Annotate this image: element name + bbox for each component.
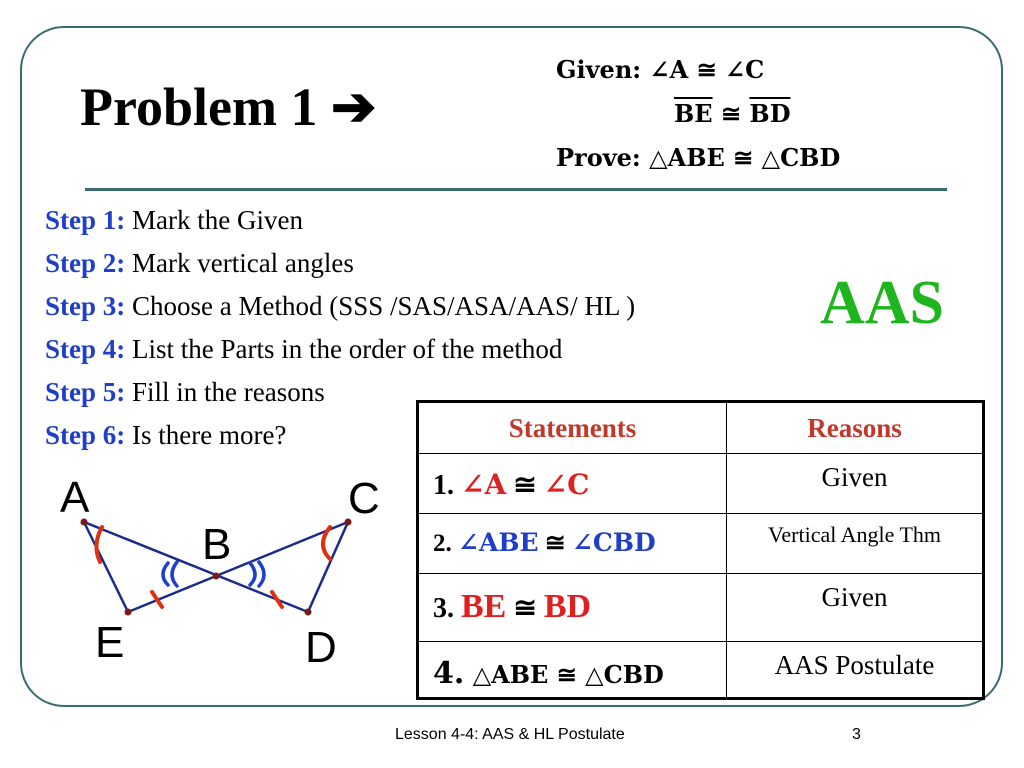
row-number: 4. bbox=[433, 656, 465, 691]
step-item: Step 2: Mark vertical angles bbox=[45, 248, 354, 279]
step-label: Step 6: bbox=[45, 420, 126, 450]
figure-vertices bbox=[80, 518, 352, 616]
method-label: AAS bbox=[820, 269, 945, 337]
header-reasons: Reasons bbox=[726, 401, 984, 454]
slide-title: Problem 1 ➔ bbox=[80, 77, 377, 137]
footer-page-number: 3 bbox=[852, 726, 861, 743]
table-row: 1. ∠A ≅ ∠C Given bbox=[417, 453, 984, 514]
angle-mark-a bbox=[94, 525, 104, 564]
reason-cell: Vertical Angle Thm bbox=[726, 513, 984, 574]
table-row: 4. △ABE ≅ △CBD AAS Postulate bbox=[417, 641, 984, 699]
segment-bd: BD bbox=[543, 588, 592, 625]
vertex-d bbox=[304, 608, 312, 616]
vertical-mark-right-1 bbox=[248, 561, 257, 587]
title-divider bbox=[85, 188, 947, 191]
given-line: Given: ∠A ≅ ∠C bbox=[556, 55, 765, 84]
vertical-mark-left-2 bbox=[170, 560, 179, 588]
angle-c: ∠C bbox=[543, 468, 590, 501]
vertical-mark-right-2 bbox=[257, 560, 266, 588]
segment-ad-line bbox=[83, 520, 309, 614]
congruent-symbol: ≅ bbox=[544, 528, 566, 557]
step-item: Step 6: Is there more? bbox=[45, 420, 286, 451]
label-d: D bbox=[305, 623, 337, 672]
angle-cbd: ∠CBD bbox=[571, 528, 656, 557]
step-item: Step 3: Choose a Method (SSS /SAS/ASA/AA… bbox=[45, 291, 635, 322]
statement-cell: 3. BE ≅ BD bbox=[417, 573, 727, 642]
prove-line: Prove: △ABE ≅ △CBD bbox=[556, 143, 841, 172]
step-label: Step 5: bbox=[45, 377, 126, 407]
step-text: Mark vertical angles bbox=[132, 248, 354, 278]
congruent-symbol: ≅ bbox=[513, 591, 537, 624]
vertex-e bbox=[124, 608, 132, 616]
vertex-c bbox=[344, 518, 352, 526]
label-b: B bbox=[202, 520, 231, 569]
segment-be: BE bbox=[674, 99, 713, 128]
segment-bd: BD bbox=[749, 99, 791, 128]
step-label: Step 1: bbox=[45, 205, 126, 235]
footer-lesson: Lesson 4-4: AAS & HL Postulate bbox=[395, 726, 625, 743]
statement-cell: 1. ∠A ≅ ∠C bbox=[417, 453, 727, 514]
row-number: 2. bbox=[433, 530, 452, 557]
step-label: Step 4: bbox=[45, 334, 126, 364]
segment-ae-line bbox=[82, 521, 130, 613]
step-text: Choose a Method (SSS /SAS/ASA/AAS/ HL ) bbox=[132, 291, 636, 321]
reason-cell: Given bbox=[726, 453, 984, 514]
vertex-b bbox=[212, 572, 220, 580]
step-item: Step 1: Mark the Given bbox=[45, 205, 303, 236]
segment-be: BE bbox=[461, 588, 507, 625]
statement-cell: 4. △ABE ≅ △CBD bbox=[417, 641, 727, 699]
tick-mark-bd bbox=[270, 590, 284, 609]
step-text: List the Parts in the order of the metho… bbox=[132, 334, 563, 364]
table-row: 3. BE ≅ BD Given bbox=[417, 573, 984, 642]
vertical-mark-left-1 bbox=[161, 561, 170, 587]
proof-table: Statements Reasons 1. ∠A ≅ ∠C Given 2. ∠… bbox=[416, 400, 985, 700]
statement-cell: 2. ∠ABE ≅ ∠CBD bbox=[417, 513, 727, 574]
figure-lines bbox=[82, 520, 350, 614]
step-label: Step 2: bbox=[45, 248, 126, 278]
table-header-row: Statements Reasons bbox=[417, 401, 984, 454]
vertical-angle-marks bbox=[161, 560, 266, 588]
bowtie-triangle-figure: A B C D E bbox=[60, 473, 380, 672]
reason-cell: Given bbox=[726, 573, 984, 642]
step-label: Step 3: bbox=[45, 291, 126, 321]
figure-marks bbox=[94, 525, 332, 609]
step-item: Step 5: Fill in the reasons bbox=[45, 377, 325, 408]
congruent-symbol: ≅ bbox=[513, 468, 537, 501]
step-text: Mark the Given bbox=[132, 205, 303, 235]
angle-mark-c bbox=[321, 525, 332, 561]
congruent-symbol: ≅ bbox=[720, 99, 742, 128]
angle-a: ∠A bbox=[461, 468, 507, 501]
header-statements: Statements bbox=[417, 401, 727, 454]
angle-abe: ∠ABE bbox=[458, 528, 539, 557]
row-number: 1. bbox=[433, 470, 454, 501]
label-e: E bbox=[95, 618, 124, 667]
statement-text: △ABE ≅ △CBD bbox=[472, 660, 664, 689]
tick-mark-be bbox=[150, 590, 164, 609]
step-text: Fill in the reasons bbox=[132, 377, 325, 407]
label-c: C bbox=[348, 474, 380, 523]
segment-ce-line bbox=[127, 520, 349, 614]
table-row: 2. ∠ABE ≅ ∠CBD Vertical Angle Thm bbox=[417, 513, 984, 574]
reason-cell: AAS Postulate bbox=[726, 641, 984, 699]
label-a: A bbox=[60, 473, 90, 522]
step-item: Step 4: List the Parts in the order of t… bbox=[45, 334, 562, 365]
segment-cd-line bbox=[306, 521, 350, 613]
row-number: 3. bbox=[433, 593, 454, 624]
given-segments: BE ≅ BD bbox=[674, 99, 791, 128]
vertex-a bbox=[80, 518, 88, 526]
slide-frame bbox=[20, 26, 1003, 707]
step-text: Is there more? bbox=[132, 420, 287, 450]
